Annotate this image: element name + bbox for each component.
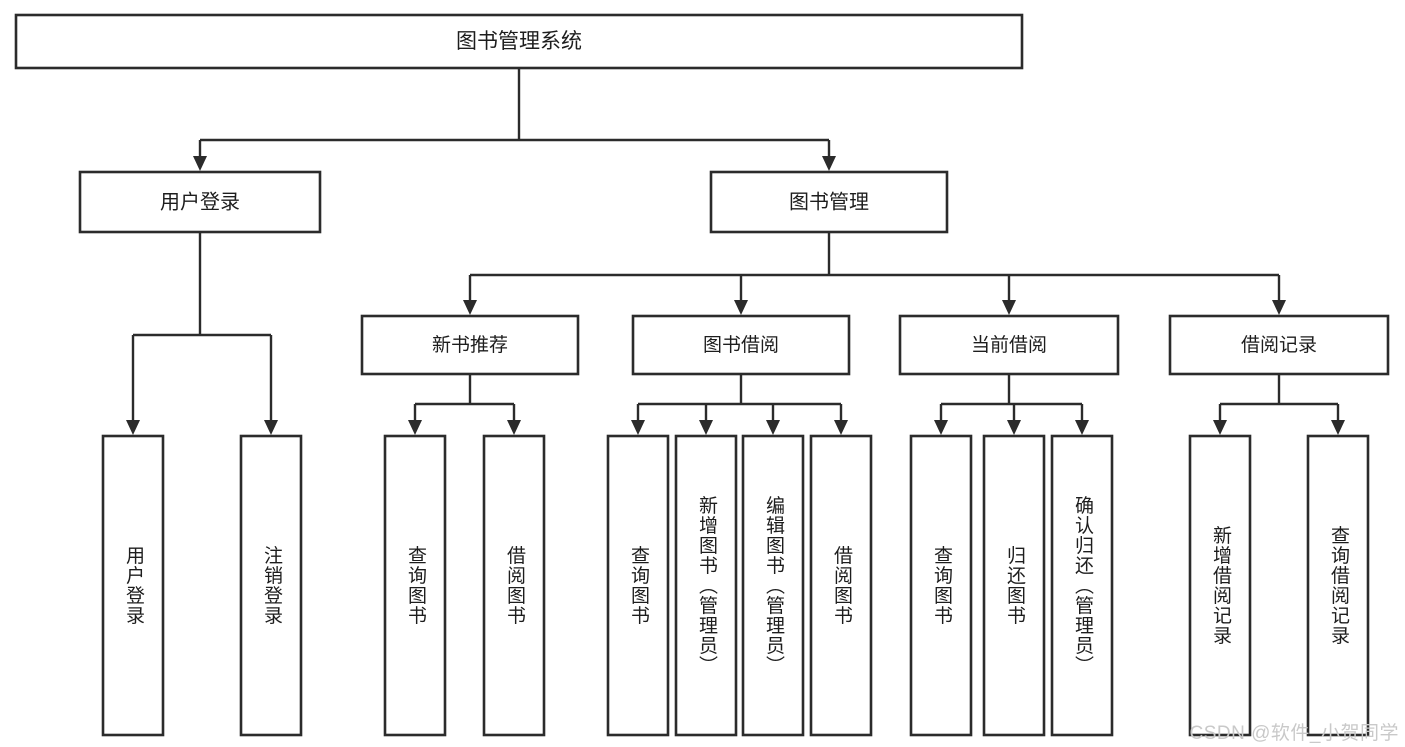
level1-node-图书管理[interactable]: 图书管理 — [709, 170, 949, 234]
arrow-head-icon — [1331, 420, 1345, 435]
node-box[interactable] — [14, 13, 1024, 70]
node-label: 查询图书 — [628, 545, 650, 625]
arrow-head-icon — [834, 420, 848, 435]
node-box[interactable] — [631, 314, 851, 376]
leaf-node-查询图书[interactable]: 查询图书 — [909, 434, 973, 737]
node-box[interactable] — [898, 314, 1120, 376]
node-box[interactable] — [1188, 434, 1252, 737]
arrow-head-icon — [1007, 420, 1021, 435]
node-label: 确认归还（管理员） — [1072, 495, 1094, 675]
node-box[interactable] — [383, 434, 447, 737]
node-box[interactable] — [360, 314, 580, 376]
arrow-head-icon — [822, 156, 836, 171]
arrow-head-icon — [507, 420, 521, 435]
node-label: 新增借阅记录 — [1210, 525, 1232, 645]
node-layer: 图书管理系统用户登录图书管理新书推荐图书借阅当前借阅借阅记录用户登录注销登录查询… — [14, 13, 1390, 737]
level2-node-借阅记录[interactable]: 借阅记录 — [1168, 314, 1390, 376]
leaf-node-借阅图书[interactable]: 借阅图书 — [809, 434, 873, 737]
leaf-node-新增图书管理员[interactable]: 新增图书（管理员） — [674, 434, 738, 737]
arrow-head-icon — [408, 420, 422, 435]
node-box[interactable] — [809, 434, 873, 737]
node-box[interactable] — [909, 434, 973, 737]
node-label: 注销登录 — [261, 545, 283, 625]
node-box[interactable] — [78, 170, 322, 234]
leaf-node-查询图书[interactable]: 查询图书 — [383, 434, 447, 737]
node-label: 归还图书 — [1004, 545, 1026, 625]
level1-node-用户登录[interactable]: 用户登录 — [78, 170, 322, 234]
leaf-node-编辑图书管理员[interactable]: 编辑图书（管理员） — [741, 434, 805, 737]
node-label: 查询图书 — [931, 545, 953, 625]
arrow-head-icon — [1272, 300, 1286, 315]
leaf-node-用户登录[interactable]: 用户登录 — [101, 434, 165, 737]
node-box[interactable] — [982, 434, 1046, 737]
arrow-head-icon — [766, 420, 780, 435]
leaf-node-新增借阅记录[interactable]: 新增借阅记录 — [1188, 434, 1252, 737]
arrow-head-icon — [463, 300, 477, 315]
arrow-head-icon — [631, 420, 645, 435]
root-node-图书管理系统[interactable]: 图书管理系统 — [14, 13, 1024, 70]
node-box[interactable] — [741, 434, 805, 737]
connector-layer — [126, 68, 1345, 435]
node-box[interactable] — [709, 170, 949, 234]
leaf-node-查询借阅记录[interactable]: 查询借阅记录 — [1306, 434, 1370, 737]
node-box[interactable] — [1168, 314, 1390, 376]
level2-node-当前借阅[interactable]: 当前借阅 — [898, 314, 1120, 376]
leaf-node-查询图书[interactable]: 查询图书 — [606, 434, 670, 737]
node-box[interactable] — [606, 434, 670, 737]
node-label: 图书借阅 — [703, 334, 779, 356]
arrow-head-icon — [1213, 420, 1227, 435]
node-label: 图书管理系统 — [456, 30, 582, 53]
node-label: 图书管理 — [789, 190, 869, 213]
arrow-head-icon — [1075, 420, 1089, 435]
arrow-head-icon — [193, 156, 207, 171]
node-label: 当前借阅 — [971, 334, 1047, 356]
node-label: 借阅图书 — [831, 545, 853, 625]
node-box[interactable] — [101, 434, 165, 737]
watermark-text: CSDN @软件_小贺同学 — [1189, 723, 1399, 744]
leaf-node-借阅图书[interactable]: 借阅图书 — [482, 434, 546, 737]
arrow-head-icon — [699, 420, 713, 435]
node-box[interactable] — [1050, 434, 1114, 737]
node-label: 用户登录 — [160, 190, 240, 213]
node-label: 查询图书 — [405, 545, 427, 625]
node-label: 新增图书（管理员） — [696, 495, 718, 675]
arrow-head-icon — [264, 420, 278, 435]
node-label: 用户登录 — [123, 546, 145, 626]
node-label: 查询借阅记录 — [1328, 525, 1350, 645]
arrow-head-icon — [734, 300, 748, 315]
level2-node-图书借阅[interactable]: 图书借阅 — [631, 314, 851, 376]
node-box[interactable] — [674, 434, 738, 737]
arrow-head-icon — [126, 420, 140, 435]
leaf-node-注销登录[interactable]: 注销登录 — [239, 434, 303, 737]
node-box[interactable] — [239, 434, 303, 737]
node-label: 借阅记录 — [1241, 334, 1317, 356]
node-label: 编辑图书（管理员） — [763, 495, 785, 675]
node-label: 新书推荐 — [432, 334, 508, 356]
leaf-node-归还图书[interactable]: 归还图书 — [982, 434, 1046, 737]
level2-node-新书推荐[interactable]: 新书推荐 — [360, 314, 580, 376]
node-box[interactable] — [1306, 434, 1370, 737]
arrow-head-icon — [1002, 300, 1016, 315]
node-label: 借阅图书 — [504, 545, 526, 625]
arrow-head-icon — [934, 420, 948, 435]
node-box[interactable] — [482, 434, 546, 737]
leaf-node-确认归还管理员[interactable]: 确认归还（管理员） — [1050, 434, 1114, 737]
